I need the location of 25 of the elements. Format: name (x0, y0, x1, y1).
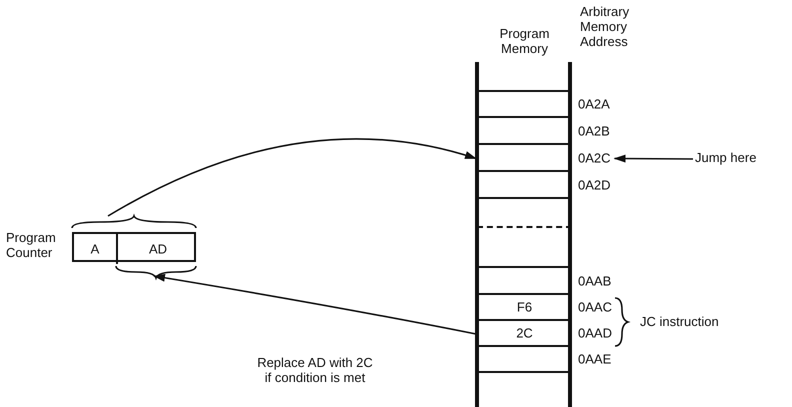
arrow (153, 274, 476, 335)
register-label: Program Counter (6, 230, 57, 260)
address-label: 0A2B (578, 123, 610, 138)
cell-value: AD (148, 242, 168, 256)
cell-value: A (90, 242, 100, 256)
arrow (614, 154, 693, 163)
address-label: 0A2A (578, 96, 610, 112)
arrow (108, 138, 477, 217)
column-heading: Arbitrary Memory Address (580, 4, 630, 49)
memory-cell (477, 62, 572, 92)
cell-value: F6 (516, 300, 534, 314)
address-label: 0AAB (578, 273, 612, 288)
address-label: 0AAC (578, 300, 612, 314)
memory-cell (477, 228, 572, 268)
edge-label: Replace AD with 2C if condition is met (255, 355, 375, 385)
memory-cell (477, 199, 572, 228)
group-label: JC instruction (640, 314, 720, 329)
address-label: 0AAE (578, 352, 612, 366)
note-text: Jump here (695, 150, 775, 168)
address-label: 0A2D (578, 177, 611, 192)
address-label: 0A2C (578, 150, 611, 165)
column-heading: Program Memory (498, 26, 550, 56)
memory-cell (477, 373, 572, 407)
address-label: 0AAD (578, 326, 612, 340)
cell-value: 2C (515, 326, 534, 340)
